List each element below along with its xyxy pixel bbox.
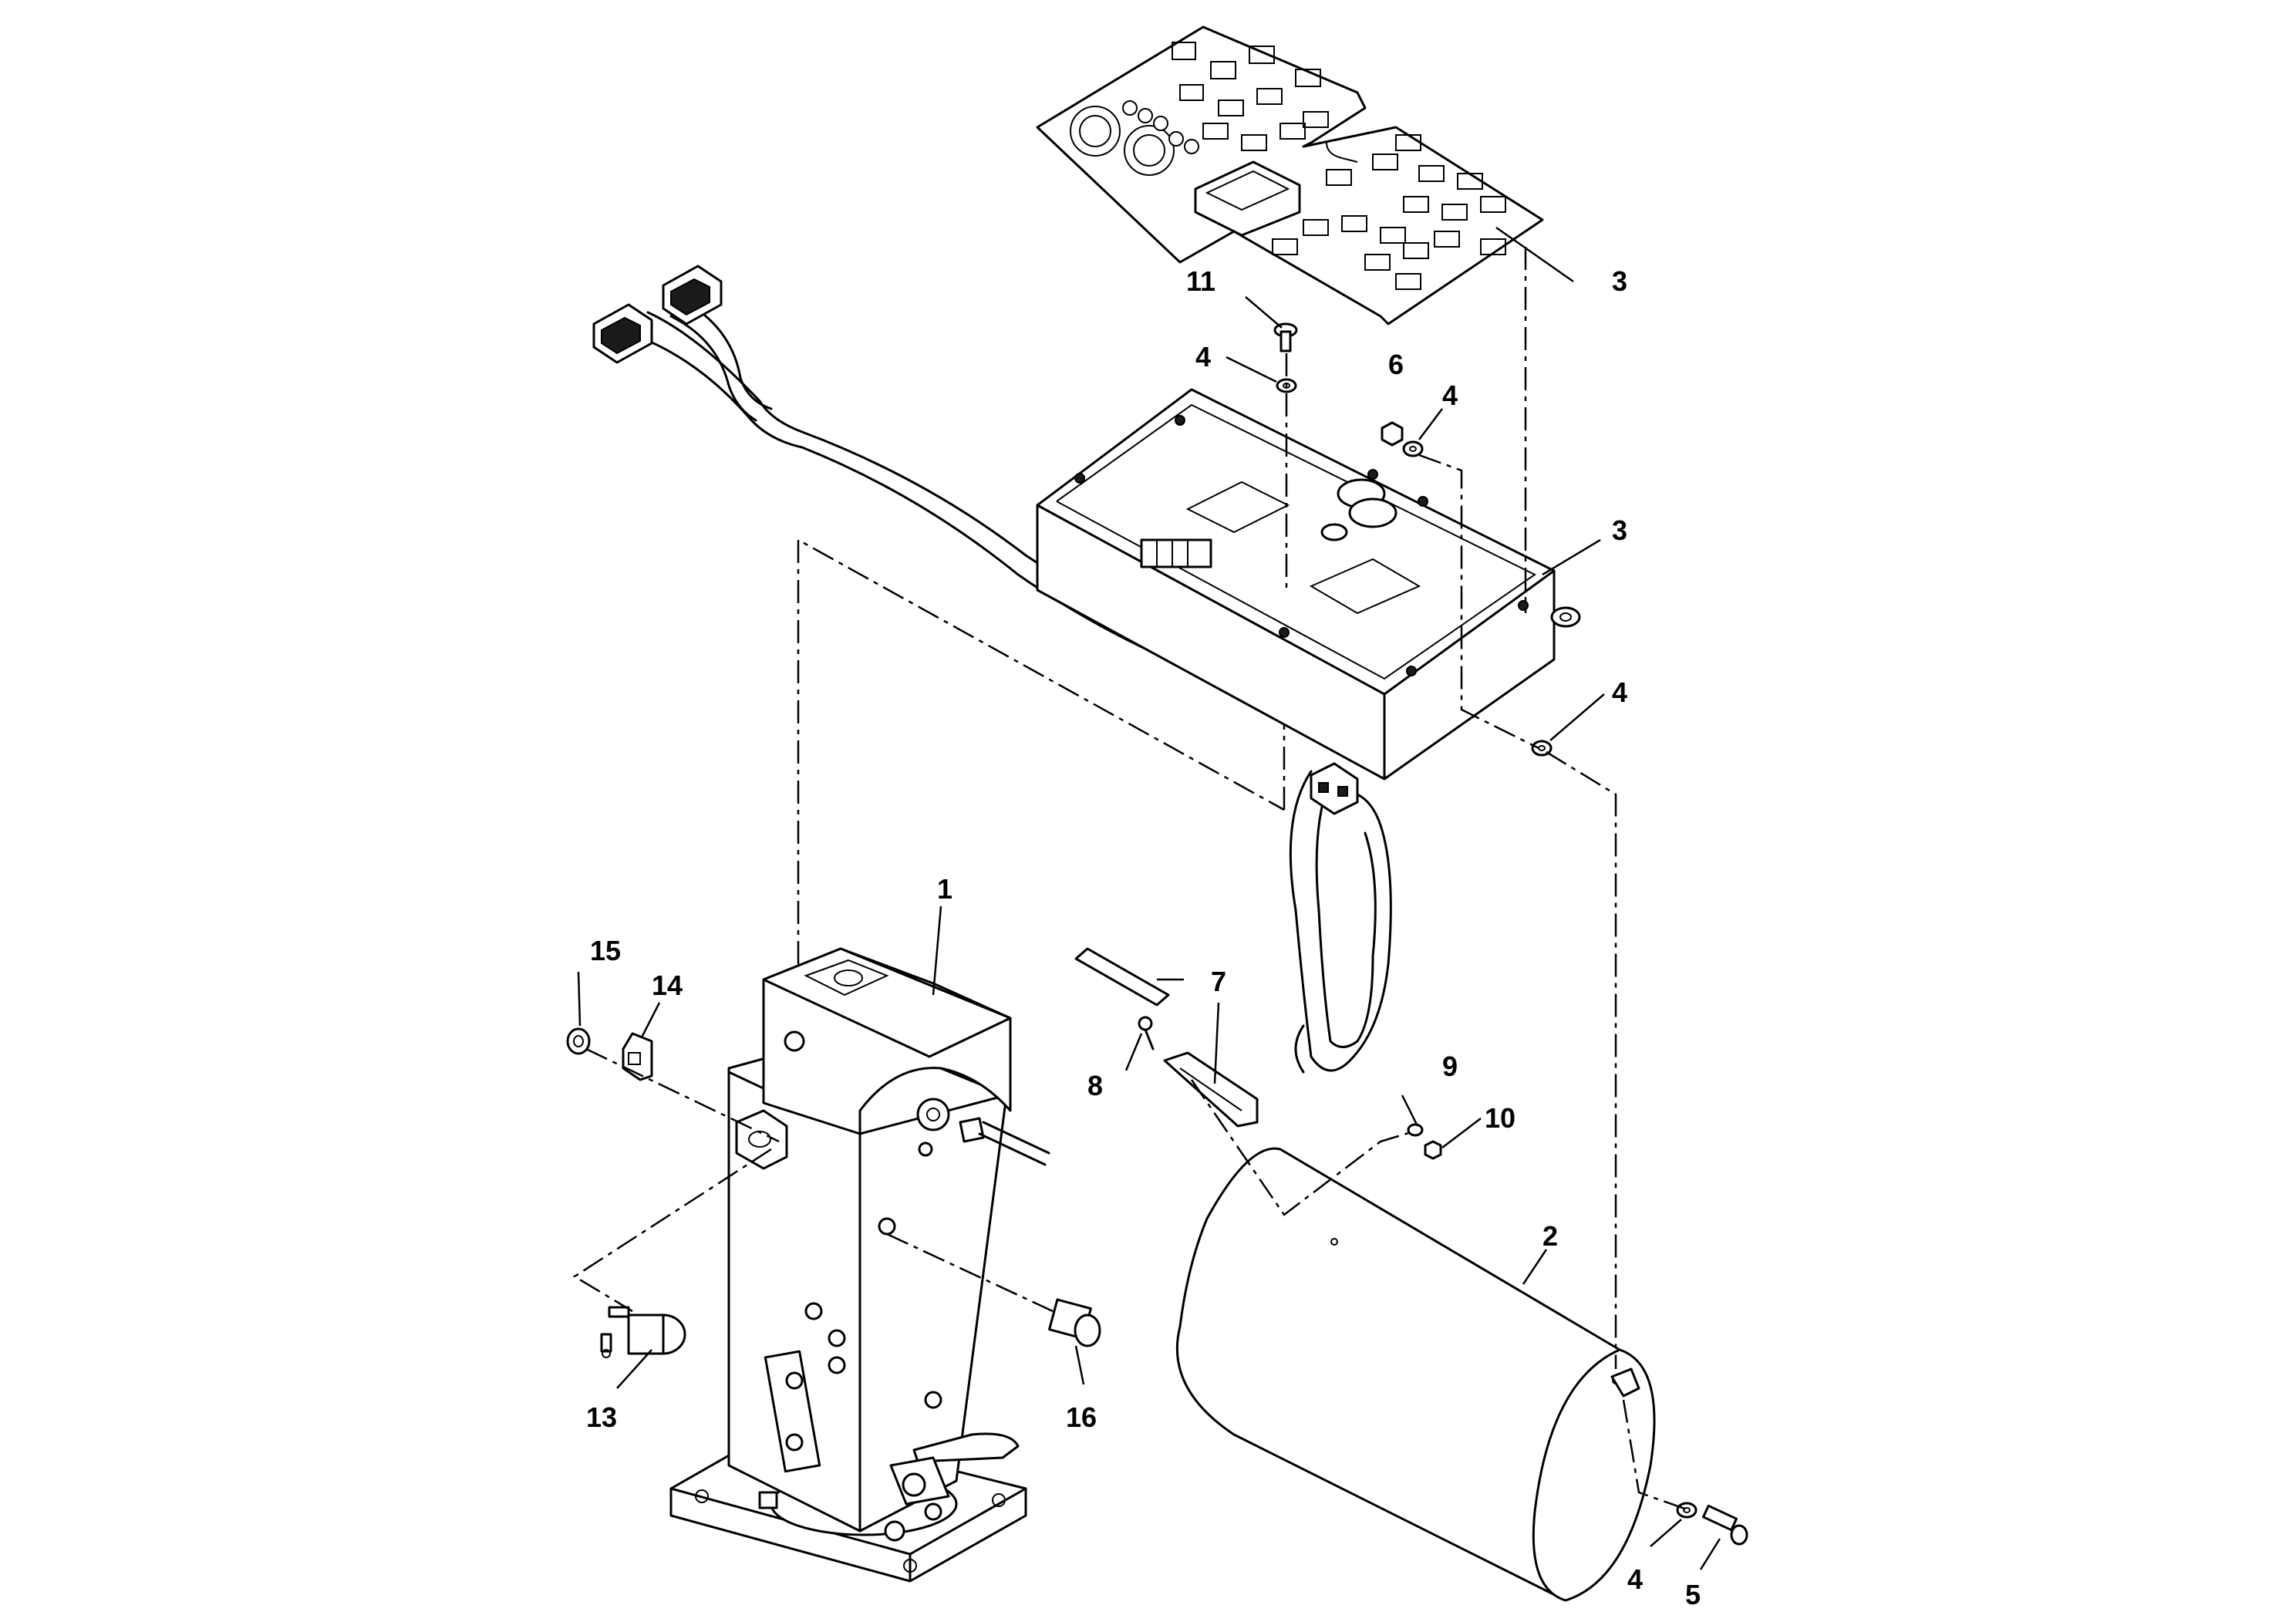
box-mounting-tab — [1550, 606, 1581, 628]
callout-7: 7 — [1211, 966, 1226, 997]
clip-item-14 — [622, 1032, 653, 1081]
callout-4-d: 4 — [1627, 1563, 1643, 1595]
washer-item-4-b — [1402, 440, 1424, 457]
screw-item-11 — [1273, 322, 1298, 352]
callout-13: 13 — [586, 1401, 617, 1433]
callout-9: 9 — [1442, 1050, 1458, 1082]
nut-item-10 — [1424, 1140, 1442, 1160]
callout-11: 11 — [1186, 265, 1215, 297]
callout-5: 5 — [1685, 1579, 1701, 1610]
connector-plug-upper — [662, 265, 723, 325]
callout-2: 2 — [1542, 1220, 1558, 1252]
cover-hook — [1610, 1367, 1640, 1398]
callout-4-b: 4 — [1442, 379, 1458, 411]
handle-item-7 — [1163, 1051, 1259, 1128]
connector-plug-lower — [592, 303, 653, 364]
base-bolts — [758, 1491, 942, 1542]
washer-item-4-d — [1676, 1502, 1698, 1519]
callout-4-c: 4 — [1612, 676, 1627, 708]
washer-item-9 — [1407, 1123, 1424, 1137]
nut-item-15 — [566, 1027, 591, 1055]
washer-item-4-c — [1531, 740, 1553, 757]
assembly-lines — [572, 247, 1690, 1512]
nut-item-6 — [1381, 421, 1404, 447]
tilt-pedal — [889, 1432, 1020, 1506]
callout-6: 6 — [1388, 349, 1404, 380]
control-box — [1036, 388, 1581, 781]
callout-15: 15 — [590, 935, 621, 966]
control-panel-plate — [1036, 25, 1544, 325]
bolt-item-5 — [1701, 1504, 1748, 1546]
callout-10: 10 — [1485, 1102, 1515, 1134]
callout-14: 14 — [652, 969, 683, 1001]
console-pedestal — [669, 947, 1050, 1583]
callout-16: 16 — [1066, 1401, 1097, 1433]
leader-lines — [577, 226, 1721, 1570]
callout-1: 1 — [937, 873, 952, 905]
buzzer — [1320, 478, 1397, 541]
display-screen — [1194, 160, 1301, 237]
callout-labels: 1 2 3 3 4 4 4 4 5 6 7 8 9 10 11 13 14 15… — [586, 265, 1701, 1610]
ignition-switch-item-13 — [600, 1306, 686, 1358]
knob-item-16 — [1048, 1298, 1101, 1347]
callout-3-panel: 3 — [1612, 265, 1627, 297]
throttle-cable — [916, 1098, 1050, 1166]
ignition-switch-hole — [735, 1109, 788, 1170]
console-cover — [1175, 1147, 1656, 1602]
callout-3-box: 3 — [1612, 514, 1627, 546]
callout-4-a: 4 — [1195, 341, 1211, 373]
tilt-bracket — [764, 1350, 821, 1473]
callout-8: 8 — [1087, 1070, 1103, 1101]
harness-connector — [1310, 762, 1359, 815]
terminal-block — [1140, 538, 1212, 568]
harness-loop — [1289, 762, 1392, 1074]
screw-item-8 — [1138, 1016, 1155, 1050]
label-strip-item-7 — [1074, 947, 1170, 1007]
